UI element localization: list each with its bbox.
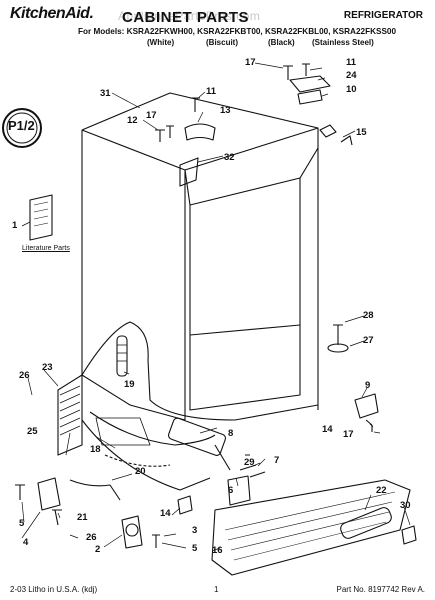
callout-28: 28 (363, 310, 374, 321)
callout-4: 4 (23, 537, 29, 548)
callout-18: 18 (90, 444, 101, 455)
page-number: 1 (214, 585, 219, 594)
callout-24: 24 (346, 70, 357, 81)
callout-11b: 11 (346, 57, 357, 68)
callout-23: 23 (42, 362, 53, 373)
callout-1: 1 (12, 220, 18, 231)
callout-19: 19 (124, 379, 135, 390)
callout-20: 20 (135, 466, 146, 477)
watermark: AppliancePartsPros.com (118, 9, 261, 23)
callout-16: 16 (212, 545, 223, 556)
callout-15: 15 (356, 127, 367, 138)
callout-12: 12 (127, 115, 138, 126)
callout-26b: 26 (86, 532, 97, 543)
callout-31: 31 (100, 88, 111, 99)
callout-17c: 17 (343, 429, 354, 440)
callout-14b: 14 (160, 508, 171, 519)
callout-25: 25 (27, 426, 38, 437)
callout-11: 11 (206, 86, 217, 97)
callout-30: 30 (400, 500, 411, 511)
callout-3: 3 (192, 525, 198, 536)
variant-white: (White) (147, 38, 175, 47)
callout-6: 6 (228, 485, 234, 496)
callout-17b: 17 (245, 57, 256, 68)
callout-17: 17 (146, 110, 157, 121)
footer-print-info: 2-03 Litho in U.S.A. (kdj) (10, 585, 98, 594)
callout-13: 13 (220, 105, 231, 116)
part-number: Part No. 8197742 Rev A. (336, 585, 426, 594)
callout-8: 8 (228, 428, 234, 439)
page-title: CABINET PARTS (122, 9, 250, 26)
callout-14: 14 (322, 424, 333, 435)
variant-stainless: (Stainless Steel) (312, 38, 374, 47)
models-line: For Models: KSRA22FKWH00, KSRA22FKBT00, … (78, 27, 397, 36)
callout-5b: 5 (192, 543, 198, 554)
variant-black: (Black) (268, 38, 295, 47)
variant-biscuit: (Biscuit) (206, 38, 238, 47)
brand-logo: KitchenAid. (10, 5, 94, 22)
literature-parts-label: Literature Parts (22, 245, 70, 252)
callout-29: 29 (244, 457, 255, 468)
callout-7: 7 (274, 455, 280, 466)
callout-22: 22 (376, 485, 387, 496)
callout-26: 26 (19, 370, 30, 381)
appliance-category: REFRIGERATOR (343, 10, 423, 21)
callout-21: 21 (77, 512, 88, 523)
callout-5: 5 (19, 518, 25, 529)
callout-2: 2 (95, 544, 101, 555)
callout-9: 9 (365, 380, 371, 391)
callout-10: 10 (346, 84, 357, 95)
callout-27: 27 (363, 335, 374, 346)
stamp-label: P1/2 (8, 118, 35, 133)
callout-32: 32 (224, 152, 235, 163)
